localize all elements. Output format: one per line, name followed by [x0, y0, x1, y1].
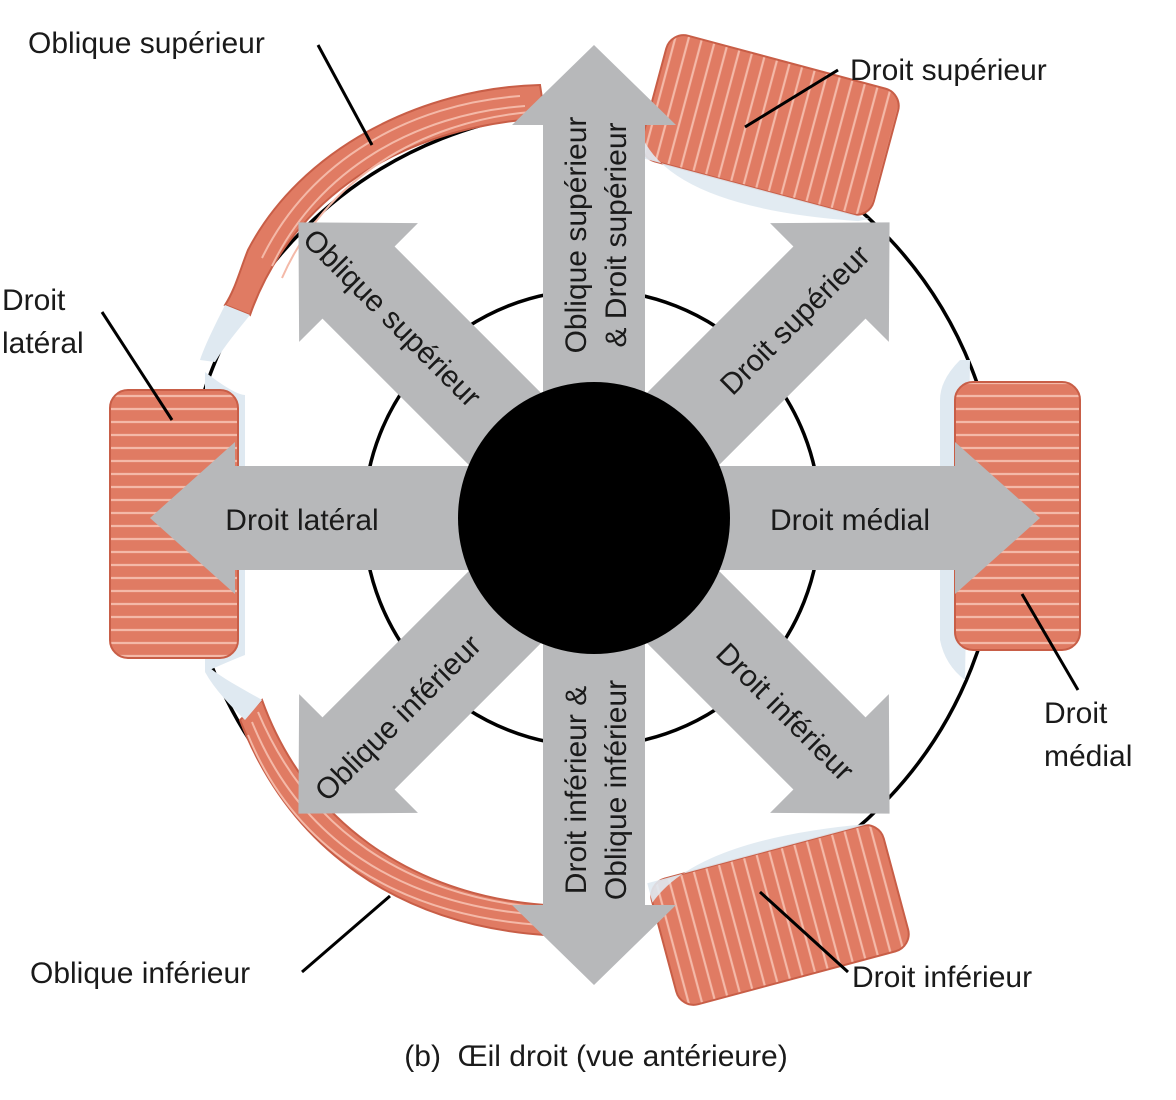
- label-droit-superieur: Droit supérieur: [850, 54, 1047, 87]
- leader-droit-superieur: [744, 68, 839, 129]
- label-droit-lateral-line2: latéral: [2, 327, 84, 360]
- leader-oblique-superieur: [316, 44, 374, 146]
- label-droit-medial-line1: Droit: [1044, 697, 1108, 730]
- label-droit-lateral-line1: Droit: [2, 284, 66, 317]
- arrow-label-up-line1: Oblique supérieur: [560, 117, 593, 354]
- arrow-label-right: Droit médial: [770, 504, 930, 537]
- pupil: [458, 382, 730, 654]
- arrow-label-up-line2: & Droit supérieur: [600, 122, 633, 347]
- label-droit-medial-line2: médial: [1044, 740, 1132, 773]
- label-droit-inferieur: Droit inférieur: [852, 961, 1032, 994]
- superior-rectus-muscle: [637, 34, 900, 222]
- leader-droit-inferieur: [758, 890, 850, 974]
- leader-droit-medial: [1020, 593, 1080, 691]
- leader-oblique-inferieur: [301, 894, 391, 974]
- figure-caption: (b) Œil droit (vue antérieure): [404, 1040, 787, 1073]
- arrow-label-left: Droit latéral: [225, 504, 378, 537]
- leader-droit-lateral: [100, 311, 174, 421]
- arrow-label-down-line1: Droit inférieur &: [560, 686, 593, 894]
- superior-oblique-muscle: [200, 83, 547, 362]
- inferior-oblique-muscle: [205, 668, 546, 937]
- inferior-rectus-muscle: [647, 821, 910, 1006]
- label-oblique-superieur: Oblique supérieur: [28, 27, 265, 60]
- leader-lines: [100, 44, 1080, 974]
- label-oblique-inferieur: Oblique inférieur: [30, 957, 250, 990]
- arrow-label-down-line2: Oblique inférieur: [600, 680, 633, 900]
